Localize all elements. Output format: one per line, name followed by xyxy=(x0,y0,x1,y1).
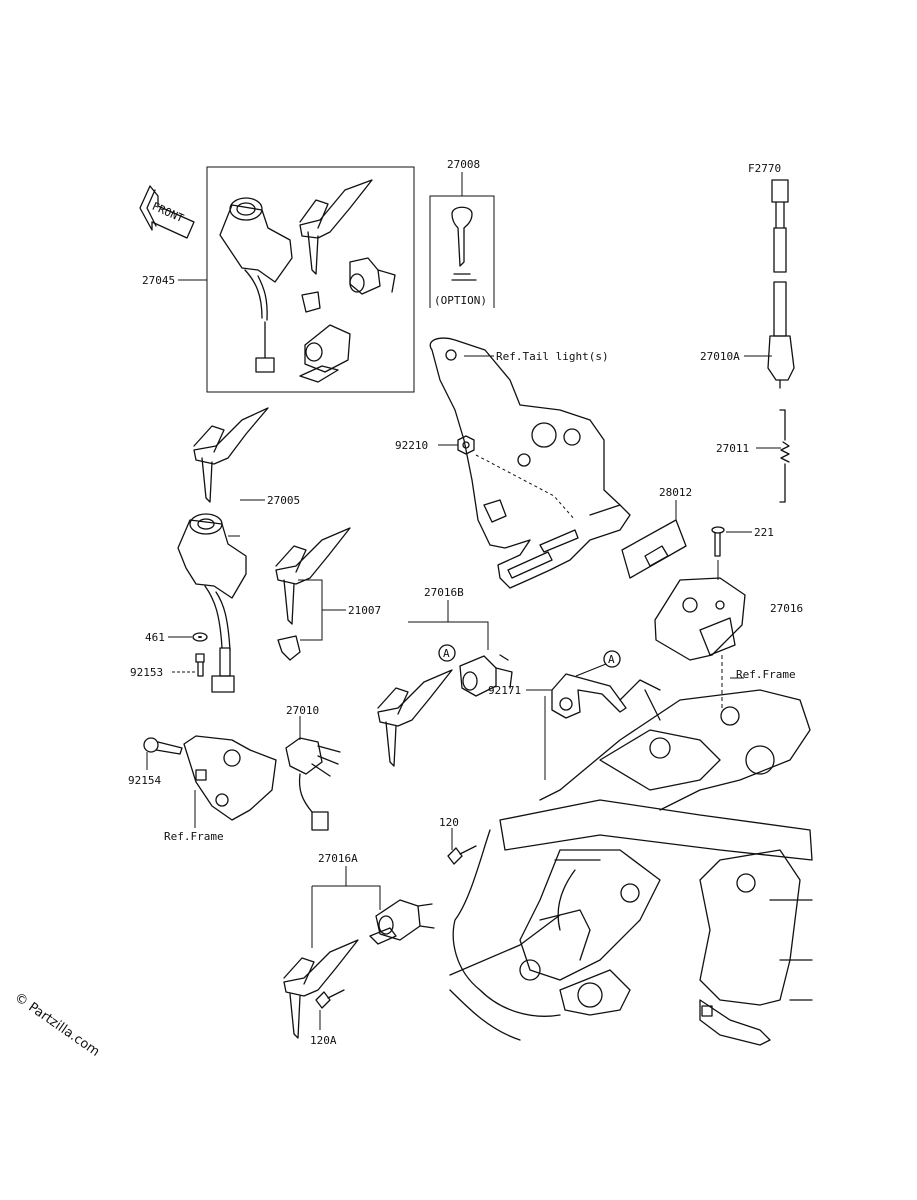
front-arrow-icon xyxy=(139,185,195,239)
lock-27016B-icon xyxy=(459,654,513,697)
label-option: (OPTION) xyxy=(434,294,487,307)
key-pair-27005-icon xyxy=(193,407,269,503)
switch-housing-27016-icon xyxy=(654,560,746,710)
taillight-bracket-icon xyxy=(429,337,631,589)
ignition-switch-kit-icon xyxy=(219,197,293,373)
label-92154: 92154 xyxy=(128,774,161,787)
label-92153: 92153 xyxy=(130,666,163,679)
option-key-icon xyxy=(451,206,477,281)
washer-461-icon xyxy=(192,632,208,642)
label-27011: 27011 xyxy=(716,442,749,455)
label-27008: 27008 xyxy=(447,158,480,171)
label-27016A: 27016A xyxy=(318,852,358,865)
label-ref-taillight: Ref.Tail light(s) xyxy=(496,350,609,363)
nut-92210-icon xyxy=(457,435,475,455)
label-120A: 120A xyxy=(310,1034,337,1047)
key-pair-27016A-icon xyxy=(283,939,359,1039)
screw-221-icon xyxy=(711,526,725,557)
frame-bracket-left-icon xyxy=(183,735,277,821)
plate-28012-icon xyxy=(621,519,687,579)
label-27005: 27005 xyxy=(267,494,300,507)
lock-27016A-icon xyxy=(369,899,435,945)
label-ref-frame-1: Ref.Frame xyxy=(736,668,796,681)
label-27045: 27045 xyxy=(142,274,175,287)
bolt-92154-icon xyxy=(143,737,183,755)
label-F2770: F2770 xyxy=(748,162,781,175)
switch-27010A-icon xyxy=(767,179,795,389)
label-27016B: 27016B xyxy=(424,586,464,599)
ignition-switch-main-icon xyxy=(177,513,247,693)
label-461: 461 xyxy=(145,631,165,644)
main-frame-icon xyxy=(449,679,813,1046)
bolt-120-icon xyxy=(447,845,477,865)
label-221: 221 xyxy=(754,526,774,539)
bracket-92171-icon xyxy=(551,673,627,719)
label-120: 120 xyxy=(439,816,459,829)
label-27016: 27016 xyxy=(770,602,803,615)
label-21007: 21007 xyxy=(348,604,381,617)
option-box-27008 xyxy=(429,195,495,308)
label-28012: 28012 xyxy=(659,486,692,499)
bolt-120A-icon xyxy=(315,989,345,1009)
cap-kit-icon xyxy=(301,291,321,313)
seat-lock-kit-icon xyxy=(349,257,396,295)
label-circle-a-2: A xyxy=(608,653,615,666)
spring-27011-icon xyxy=(779,409,790,503)
kit-box-27045 xyxy=(206,166,415,393)
key-pair-27016B-icon xyxy=(377,669,453,767)
switch-27010-icon xyxy=(285,737,341,831)
label-92210: 92210 xyxy=(395,439,428,452)
label-ref-frame-2: Ref.Frame xyxy=(164,830,224,843)
fuel-cap-lock-kit-icon xyxy=(299,324,351,383)
key-21007-icon xyxy=(275,527,351,661)
label-27010A: 27010A xyxy=(700,350,740,363)
label-front: FRONT xyxy=(150,200,186,225)
key-pair-kit-icon xyxy=(299,179,373,275)
label-27010: 27010 xyxy=(286,704,319,717)
label-92171: 92171 xyxy=(488,684,521,697)
bolt-92153-icon xyxy=(195,653,205,677)
label-circle-a-1: A xyxy=(443,647,450,660)
